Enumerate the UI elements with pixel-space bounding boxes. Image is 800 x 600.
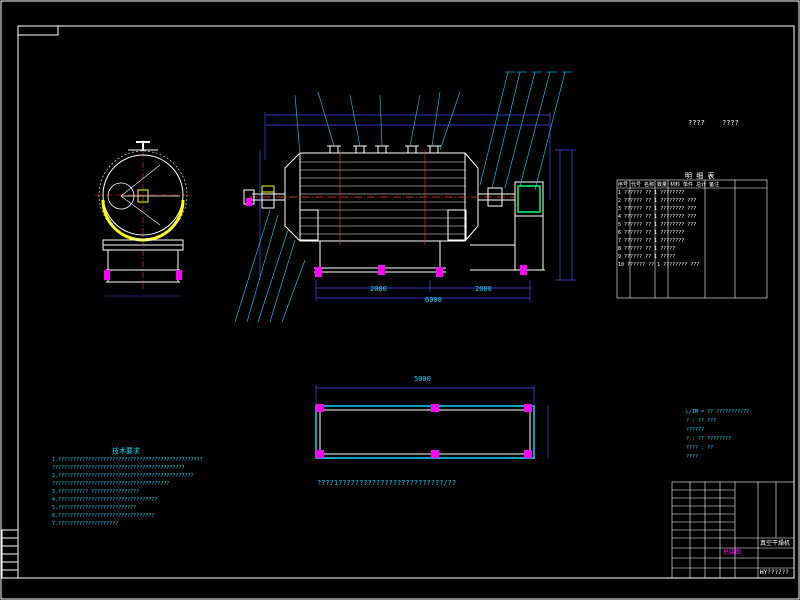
dim-bottom-b: 2000: [475, 285, 492, 293]
parts-list-header: 明 细 表: [685, 172, 715, 180]
spec-line: ????: [686, 454, 699, 460]
note-line: 7.????????????????????: [52, 521, 119, 527]
plan-dimension: 5000: [414, 375, 431, 383]
parts-row: 序号 代号 名称 数量 材料 单件 总计 备注: [618, 182, 720, 188]
parts-row: 2 ?????? ?? 1 ???????? ???: [618, 198, 697, 204]
parts-row: 8 ?????? ?? 1 ?????: [618, 246, 676, 252]
top-title-right: ????: [722, 119, 739, 127]
title-block-cell: 总装图: [723, 549, 742, 556]
parts-row: 3 ?????? ?? 1 ???????? ???: [618, 206, 697, 212]
bottom-note: ????1?????????????????????????/??: [317, 479, 457, 487]
parts-list-table: [616, 179, 768, 299]
parts-row: 9 ?????? ?? 1 ?????: [618, 254, 676, 260]
parts-row: 6 ?????? ?? 1 ????????: [618, 230, 685, 236]
note-line: ????????????????????????????????????????…: [52, 465, 185, 471]
spec-line: ? : ?? ???: [686, 418, 717, 424]
notes-title: 技术要求: [112, 447, 140, 455]
title-block-name: 真空干燥机: [760, 540, 791, 547]
note-line: 1.??????????????????????????????????????…: [52, 457, 203, 463]
note-line: 4.?????????????????????????????????: [52, 497, 158, 503]
note-line: 3.?????????? ????????????????: [52, 489, 140, 495]
dim-overall: 6000: [425, 296, 442, 304]
parts-row: 4 ?????? ?? 1 ???????? ???: [618, 214, 697, 220]
spec-line: ? : ?? ????????: [686, 436, 732, 442]
spec-line: ???? : ??: [686, 445, 714, 451]
parts-list-rows: 序号 代号 名称 数量 材料 单件 总计 备注 1 ?????? ?? 1 ??…: [618, 181, 768, 269]
note-line: 6.????????????????????????????????: [52, 513, 155, 519]
note-line: ???????????????????????????????????????: [52, 481, 170, 487]
technical-notes: 1.??????????????????????????????????????…: [52, 456, 332, 528]
technical-specs: L/IM = ?? ????????/?? ? : ?? ??? ?????? …: [686, 408, 796, 462]
dim-bottom-a: 2000: [370, 285, 387, 293]
spec-line: L/IM = ?? ????????/??: [686, 409, 750, 415]
parts-row: 1 ?????? ?? 1 ????????: [618, 190, 685, 196]
parts-row: 10 ?????? ?? 1 ???????? ???: [618, 262, 700, 268]
note-line: 2.??????????????????????????????????????…: [52, 473, 194, 479]
note-line: 5.??????????????????????????: [52, 505, 137, 511]
parts-row: 7 ?????? ?? 1 ????????: [618, 238, 685, 244]
end-view: [95, 140, 192, 297]
parts-row: 5 ?????? ?? 1 ???????? ???: [618, 222, 697, 228]
spec-line: ??????: [686, 427, 705, 433]
title-block: [671, 481, 795, 579]
top-title-left: ????: [688, 119, 705, 127]
plan-view: [315, 385, 549, 459]
title-block-number: HY??????: [760, 569, 789, 576]
front-elevation: [234, 71, 576, 323]
